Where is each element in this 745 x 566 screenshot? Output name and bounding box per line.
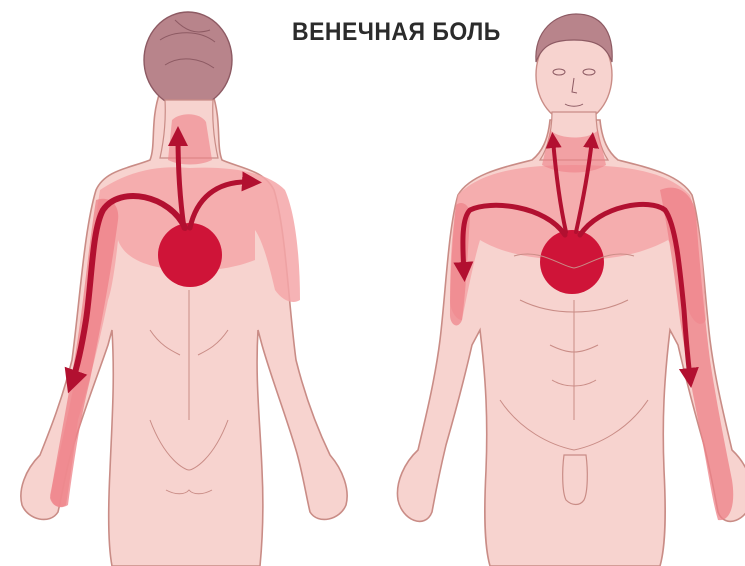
diagram-title: ВЕНЕЧНАЯ БОЛЬ — [292, 18, 501, 47]
back-pain-focus — [158, 223, 222, 287]
back-head — [144, 12, 232, 108]
back-pain-zone-neck — [168, 114, 212, 164]
front-view-figure — [397, 14, 745, 566]
back-pain-zone-left-arm — [50, 199, 118, 508]
front-pain-zone-right-arm — [660, 188, 733, 521]
front-genitals — [563, 455, 588, 505]
front-pain-focus — [540, 230, 604, 294]
back-view-figure — [21, 12, 347, 566]
